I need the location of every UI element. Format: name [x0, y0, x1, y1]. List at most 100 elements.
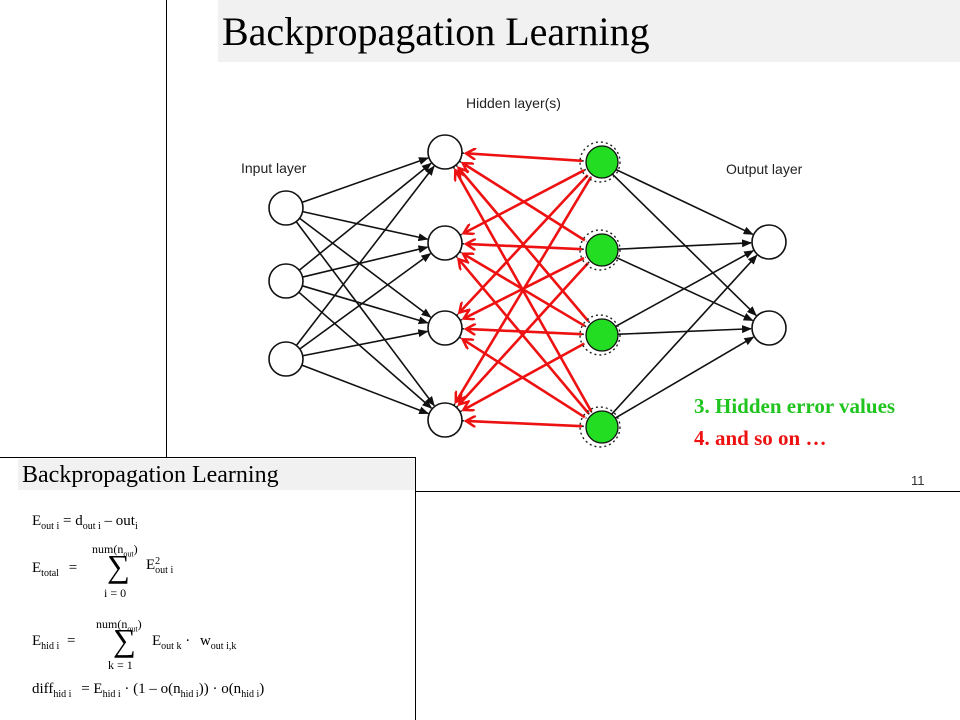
- forward-connections: [295, 157, 758, 420]
- forward-edge: [615, 239, 753, 251]
- forward-edge: [295, 165, 435, 347]
- eq2-upper: num(n: [92, 542, 124, 556]
- neural-network-diagram: Input layer Hidden layer(s) Output layer: [241, 95, 803, 448]
- eq4-n-sub: hid i: [180, 689, 199, 700]
- eq4-e-sub: hid i: [102, 689, 121, 700]
- hidden-node: [427, 402, 463, 438]
- eq2-upper-close: ): [133, 542, 138, 556]
- output-node: [751, 310, 787, 346]
- error-arrows: [455, 153, 593, 428]
- eq1-eq: = d: [62, 513, 83, 529]
- output-layer-label: Output layer: [726, 161, 803, 177]
- summation-symbol: ∑: [107, 548, 130, 584]
- forward-edge: [302, 329, 429, 357]
- eq1-rest-sub: i: [134, 521, 138, 532]
- divider-vertical: [166, 0, 167, 457]
- eq4-lhs: diff: [32, 681, 54, 697]
- forward-edge: [299, 252, 432, 350]
- error-arrow: [455, 170, 593, 412]
- input-layer-label: Input layer: [241, 160, 307, 176]
- forward-edge: [302, 210, 429, 242]
- hidden-node-dotted-ring: [579, 406, 621, 448]
- hidden-node-dotted-ring: [579, 314, 621, 356]
- hidden-layer-label: Hidden layer(s): [466, 95, 561, 111]
- eq1-lhs-sub: out i: [41, 521, 60, 532]
- eq3-lower-limit: k = 1: [108, 658, 133, 672]
- eq4-lhs-sub: hid i: [53, 689, 72, 700]
- eq2-term-sub: out i: [155, 564, 174, 576]
- equation-hidden-diff: diffhid i = Ehid i · (1 – o(nhid i)) · o…: [32, 680, 264, 704]
- error-arrow: [463, 342, 585, 410]
- eq3-w-sub: out i,k: [210, 641, 237, 652]
- equation-output-error: Eout i = dout i – outi: [32, 512, 138, 536]
- eq3-lhs-group: Ehid i =: [32, 632, 75, 656]
- eq3-upper: num(n: [96, 617, 128, 631]
- main-slide: Backpropagation Learning Input layer Hid…: [166, 0, 960, 488]
- forward-edge: [610, 254, 758, 416]
- divider-horizontal: [416, 491, 960, 492]
- eq2-term-e: E: [146, 557, 156, 573]
- error-arrow: [466, 329, 583, 336]
- eq1-lhs: E: [32, 513, 42, 529]
- input-node: [268, 263, 304, 299]
- eq3-lhs: E: [32, 633, 42, 649]
- inset-title: Backpropagation Learning: [22, 462, 279, 488]
- hidden-node-dotted-ring: [579, 141, 621, 183]
- eq3-lhs-sub: hid i: [41, 641, 60, 652]
- output-node: [751, 224, 787, 260]
- eq4-close: )) · o(n: [198, 681, 242, 697]
- page-number: 11: [911, 473, 925, 488]
- error-arrow: [459, 259, 590, 415]
- eq2-lhs: E: [32, 560, 42, 576]
- eq4-mid: · (1 – o(n: [124, 681, 181, 697]
- forward-edge: [613, 249, 755, 328]
- summation-symbol: ∑: [113, 622, 136, 658]
- highlighted-node: [585, 318, 619, 352]
- forward-edge: [610, 172, 757, 317]
- hidden-node: [427, 225, 463, 261]
- eq3-upper-close: ): [137, 617, 142, 631]
- error-arrow: [466, 153, 583, 163]
- eq2-term-sup: 2: [155, 555, 161, 567]
- highlighted-node: [585, 233, 619, 267]
- eq3-upper-limit: num(nout): [96, 617, 142, 633]
- forward-edge: [301, 157, 429, 204]
- eq1-d-sub: out i: [82, 521, 101, 532]
- forward-edge: [299, 217, 432, 318]
- forward-edge: [302, 285, 429, 325]
- inset-slide: Backpropagation Learning Eout i = dout i…: [0, 457, 416, 720]
- hidden-node: [427, 310, 463, 346]
- slide-title: Backpropagation Learning: [222, 9, 650, 54]
- eq3-term: Eout k · wout i,k: [152, 632, 236, 656]
- network-nodes: [268, 134, 787, 448]
- error-arrow: [463, 163, 586, 242]
- input-node: [268, 190, 304, 226]
- highlighted-node: [585, 145, 619, 179]
- forward-edge: [613, 336, 755, 420]
- error-arrow: [459, 262, 589, 404]
- forward-edge: [301, 364, 430, 415]
- eq2-upper-sub: out: [123, 549, 134, 559]
- forward-edge: [298, 162, 432, 271]
- error-arrow: [463, 339, 586, 419]
- hidden-node: [427, 134, 463, 170]
- title-band: [218, 0, 960, 62]
- input-node: [268, 341, 304, 377]
- eq3-eq: =: [66, 633, 76, 649]
- highlighted-node: [585, 410, 619, 444]
- error-arrow: [466, 421, 583, 428]
- hidden-node-dotted-ring: [579, 229, 621, 271]
- eq2-lower-limit: i = 0: [104, 586, 127, 600]
- eq4-n2-sub: hid i: [241, 689, 260, 700]
- inset-title-band: [18, 459, 415, 490]
- eq2-eq: =: [68, 560, 78, 576]
- step-hidden-error: 3. Hidden error values: [694, 394, 896, 418]
- eq2-lhs-sub: total: [41, 568, 59, 579]
- eq3-term-e: E: [152, 633, 162, 649]
- eq3-w: w: [199, 633, 211, 649]
- step-and-so-on: 4. and so on …: [694, 426, 827, 450]
- eq1-rest: – out: [104, 513, 135, 529]
- eq3-upper-sub: out: [127, 624, 138, 634]
- forward-edge: [615, 325, 753, 336]
